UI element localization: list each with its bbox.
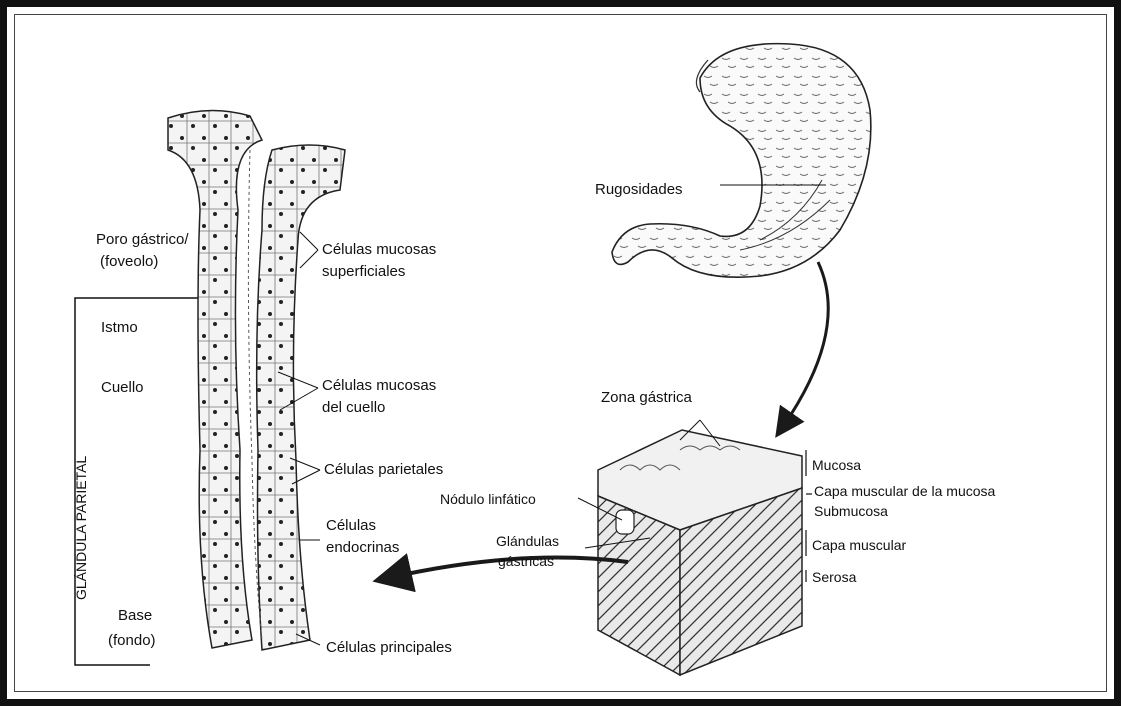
label-base-1: Base <box>118 607 152 624</box>
label-mucosa: Mucosa <box>812 457 861 473</box>
label-submucosa: Submucosa <box>814 503 888 519</box>
label-cel-endocrinas-2: endocrinas <box>326 539 399 556</box>
label-cel-mucosas-sup-2: superficiales <box>322 263 405 280</box>
label-cuello: Cuello <box>101 379 144 396</box>
label-cel-endocrinas-1: Células <box>326 517 376 534</box>
label-cel-mucosas-cuello-1: Células mucosas <box>322 377 436 394</box>
label-poro-1: Poro gástrico/ <box>96 231 189 248</box>
label-cel-mucosas-cuello-2: del cuello <box>322 399 385 416</box>
label-poro-2: (foveolo) <box>100 253 158 270</box>
label-cel-principales: Células principales <box>326 639 452 656</box>
label-base-2: (fondo) <box>108 632 156 649</box>
stomach-illustration <box>612 44 871 278</box>
label-serosa: Serosa <box>812 569 857 585</box>
label-capa-muscular-mucosa: Capa muscular de la mucosa <box>814 483 996 499</box>
gastric-gland <box>168 110 345 650</box>
label-cel-mucosas-sup-1: Células mucosas <box>322 241 436 258</box>
label-nodulo-linfatico: Nódulo linfático <box>440 491 536 507</box>
label-zona-gastrica: Zona gástrica <box>601 389 693 406</box>
label-glandulas-1: Glándulas <box>496 533 559 549</box>
label-rugosidades: Rugosidades <box>595 181 683 198</box>
label-capa-muscular: Capa muscular <box>812 537 906 553</box>
label-cel-parietales: Células parietales <box>324 461 443 478</box>
label-glandula-parietal: GLÁNDULA PARIETAL <box>73 456 89 600</box>
label-glandulas-2: gástricas <box>498 553 554 569</box>
label-istmo: Istmo <box>101 319 138 336</box>
arrow-stomach-to-block <box>782 262 828 428</box>
tissue-block <box>598 430 802 675</box>
